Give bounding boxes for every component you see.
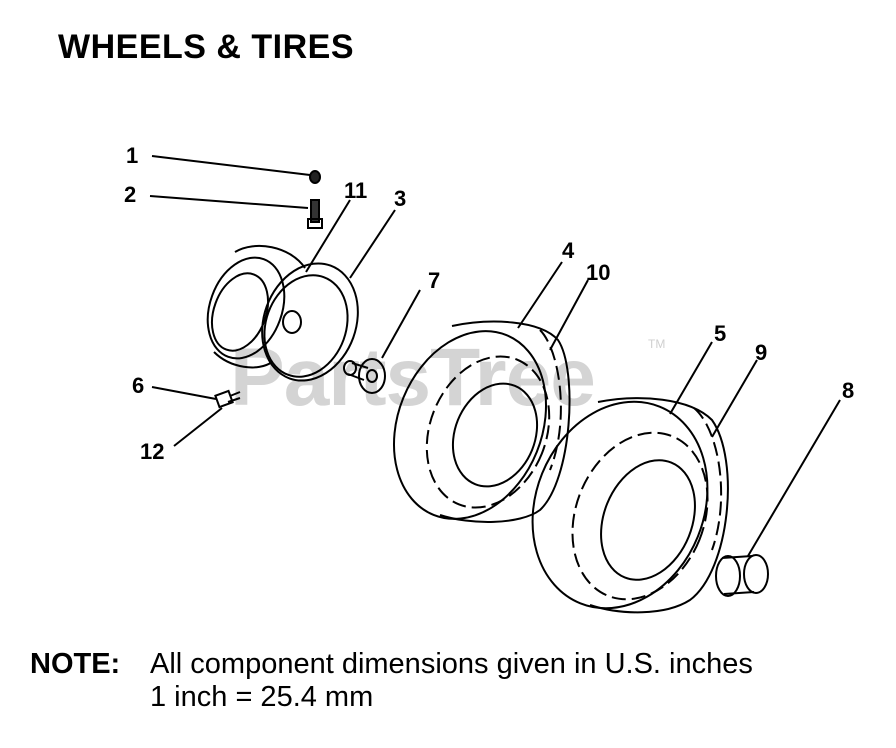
- watermark-tm: TM: [648, 337, 665, 351]
- bushing: [343, 358, 386, 394]
- valve-stem: [307, 199, 323, 229]
- note-line-2: 1 inch = 25.4 mm: [150, 681, 374, 713]
- callout-11: 11: [344, 178, 367, 203]
- callout-8: 8: [842, 378, 854, 403]
- callout-6: 6: [132, 373, 144, 398]
- hub-cap: [715, 554, 769, 597]
- callout-4: 4: [562, 238, 575, 263]
- callout-7: 7: [428, 268, 440, 293]
- tire-4: [392, 320, 571, 523]
- tire-5: [531, 397, 729, 614]
- callout-10: 10: [586, 260, 610, 285]
- valve-cap: [309, 170, 321, 184]
- leader-lines: [149, 155, 841, 557]
- callout-1: 1: [126, 143, 138, 168]
- dimension-note: NOTE: All component dimensions given in U…: [30, 648, 753, 714]
- callout-5: 5: [714, 321, 726, 346]
- diagram-title: WHEELS & TIRES: [58, 28, 355, 66]
- callout-9: 9: [755, 340, 767, 365]
- note-line-1: All component dimensions given in U.S. i…: [150, 648, 753, 680]
- note-label: NOTE:: [30, 648, 121, 680]
- callout-12: 12: [140, 439, 164, 464]
- lug-bolt: [214, 389, 241, 409]
- callout-3: 3: [394, 186, 406, 211]
- wheel-rim: [206, 245, 359, 382]
- callout-2: 2: [124, 182, 136, 207]
